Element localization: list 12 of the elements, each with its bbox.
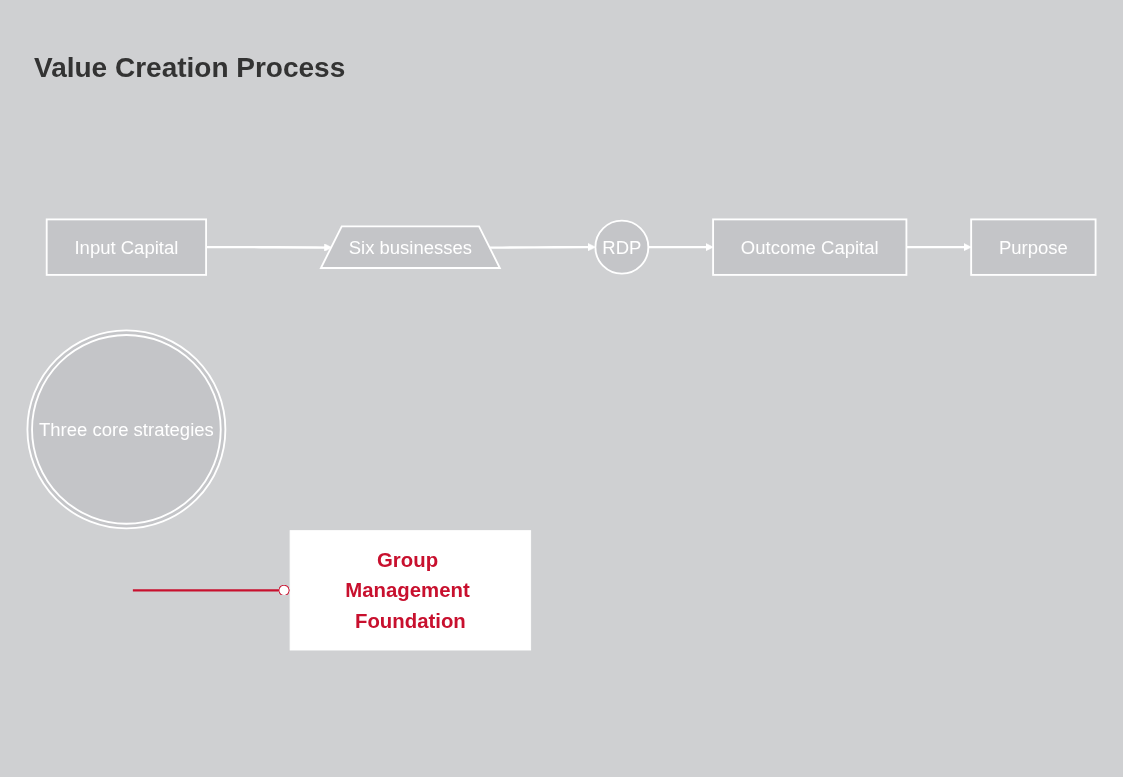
arrow <box>206 243 333 252</box>
diagram-title: Value Creation Process <box>34 52 346 84</box>
node-box: Purpose <box>970 218 1097 277</box>
arrow <box>906 243 972 252</box>
node-box: Input Capital <box>45 218 207 277</box>
arrow <box>648 243 714 252</box>
arrow <box>489 243 596 252</box>
node-circle: RDP <box>594 220 650 275</box>
connector <box>132 585 291 597</box>
node-circle: Three core strategies <box>26 329 227 530</box>
node-box: Group Management Foundation <box>289 530 532 651</box>
node-box: Outcome Capital <box>712 218 908 277</box>
